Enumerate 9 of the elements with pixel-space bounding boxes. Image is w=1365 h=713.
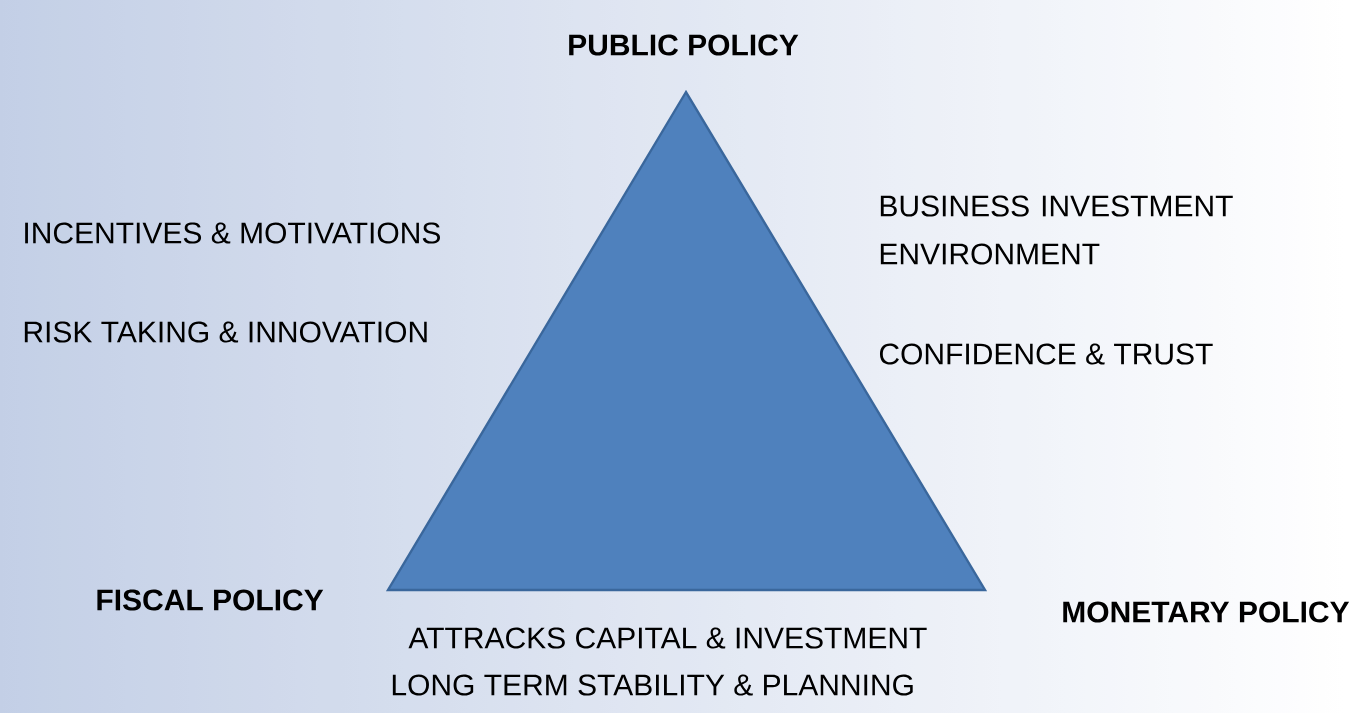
side-label: RISK TAKING & INNOVATION bbox=[24, 321, 427, 343]
side-label: ATTRACKS CAPITAL & INVESTMENT bbox=[408, 627, 927, 649]
side-label: INCENTIVES & MOTIVATIONS bbox=[25, 222, 440, 244]
side-label: LONG TERM STABILITY & PLANNING bbox=[392, 674, 913, 696]
corner-label: PUBLIC POLICY bbox=[569, 34, 799, 56]
corner-label: FISCAL POLICY bbox=[97, 589, 324, 611]
corner-label: MONETARY POLICY bbox=[1063, 601, 1350, 623]
side-label: BUSINESS INVESTMENT ENVIRONMENT bbox=[880, 195, 1233, 265]
side-label: CONFIDENCE & TRUST bbox=[879, 343, 1213, 365]
